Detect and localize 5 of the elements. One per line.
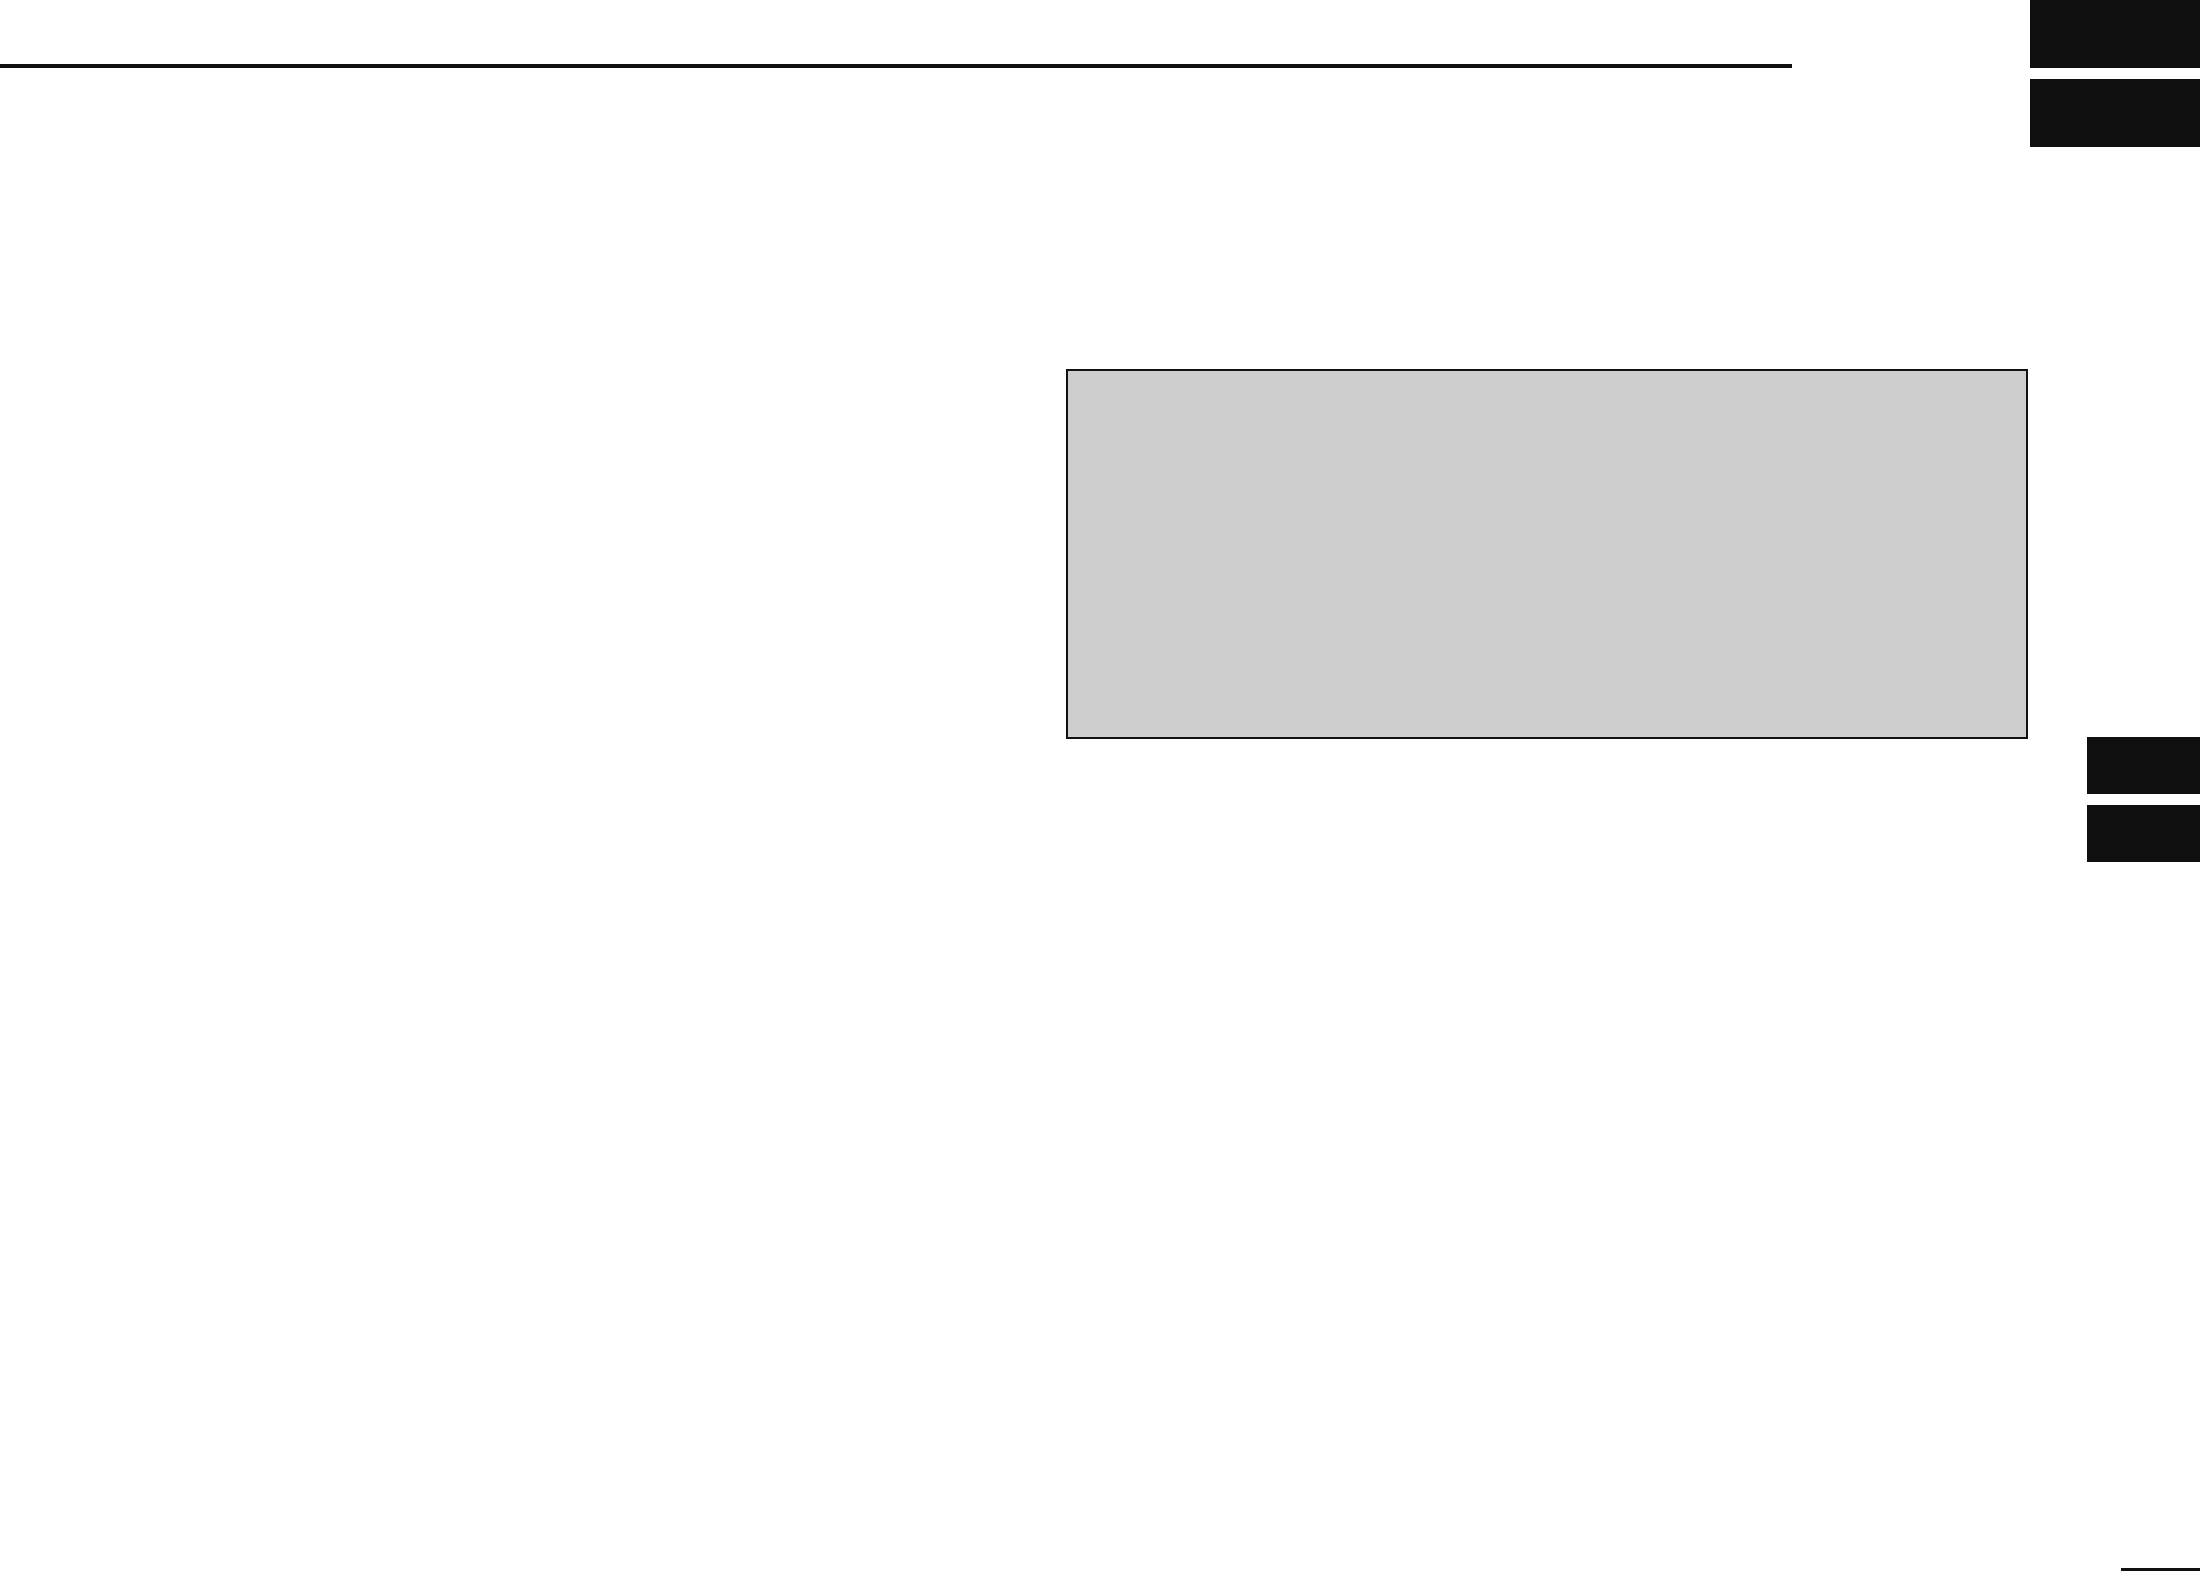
section-tab (2030, 79, 2200, 147)
section-tab (2087, 737, 2200, 794)
section-tab (2087, 805, 2200, 862)
shaded-box (1066, 369, 2028, 739)
section-tab (2030, 0, 2200, 68)
